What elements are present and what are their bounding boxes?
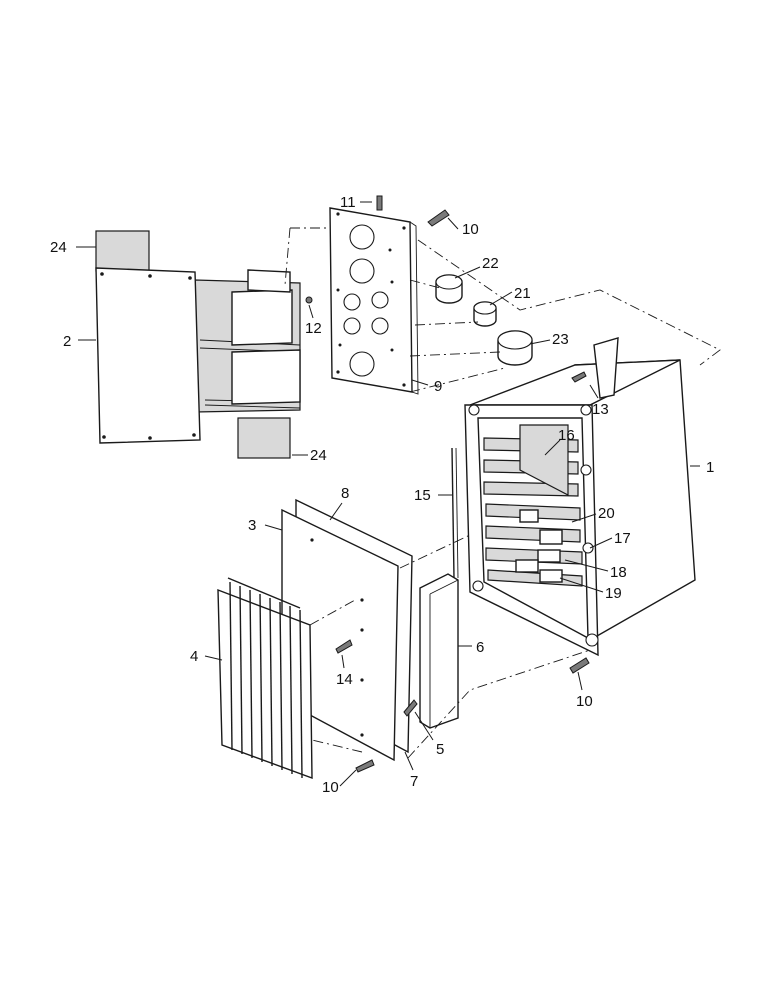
cable-clip-lower [231, 349, 301, 405]
screw-10-top [427, 209, 450, 227]
callout-9: 9 [434, 378, 442, 395]
callout-24-top: 24 [50, 239, 67, 256]
callout-21: 21 [514, 285, 531, 302]
small-fasteners-top [305, 195, 450, 304]
callout-22: 22 [482, 255, 499, 272]
screw-5 [403, 699, 418, 717]
screw-11 [376, 195, 383, 211]
gasket-strip-15 [451, 447, 455, 579]
callout-2: 2 [63, 333, 71, 350]
callout-15: 15 [414, 487, 431, 504]
screw-12 [305, 296, 313, 304]
assembly-lines [284, 227, 721, 759]
callout-7: 7 [410, 773, 418, 790]
callout-19: 19 [605, 585, 622, 602]
cable-clip-upper [231, 289, 293, 346]
callout-4: 4 [190, 648, 198, 665]
callout-14: 14 [336, 671, 353, 688]
heat-sink-part-4 [217, 577, 313, 780]
callout-1: 1 [706, 459, 714, 476]
bushings [435, 274, 533, 366]
callout-10-bottom-right: 10 [576, 693, 593, 710]
callout-17: 17 [614, 530, 631, 547]
callout-24-bottom: 24 [310, 447, 327, 464]
callout-5: 5 [436, 741, 444, 758]
callout-12: 12 [305, 320, 322, 337]
callout-18: 18 [610, 564, 627, 581]
callout-6: 6 [476, 639, 484, 656]
callout-labels: 1 2 3 4 5 6 7 8 9 10 10 10 11 12 13 14 1… [50, 194, 714, 796]
cover-panel [95, 267, 201, 444]
callout-13: 13 [592, 401, 609, 418]
leader-lines [76, 201, 700, 787]
connector-plate-part-9 [329, 207, 419, 395]
connector-block-24-top [95, 230, 150, 272]
housing-part-1 [451, 337, 696, 657]
connectors-17-20 [515, 509, 563, 583]
circuit-card-16 [519, 424, 569, 496]
callout-10-bottom-left: 10 [322, 779, 339, 796]
cover-panel-part-2 [95, 230, 301, 459]
callout-20: 20 [598, 505, 615, 522]
callout-10-top: 10 [462, 221, 479, 238]
callout-11: 11 [340, 194, 356, 211]
connector-block-24-bottom [237, 417, 291, 459]
bracket-13 [593, 337, 619, 399]
screw-14 [335, 639, 353, 654]
callout-16: 16 [558, 427, 575, 444]
callout-8: 8 [341, 485, 349, 502]
callout-23: 23 [552, 331, 569, 348]
screw-10-bottom-left [355, 759, 375, 773]
callout-3: 3 [248, 517, 256, 534]
screw-10-bottom-right [569, 657, 590, 674]
filter-block-part-6 [419, 573, 459, 729]
